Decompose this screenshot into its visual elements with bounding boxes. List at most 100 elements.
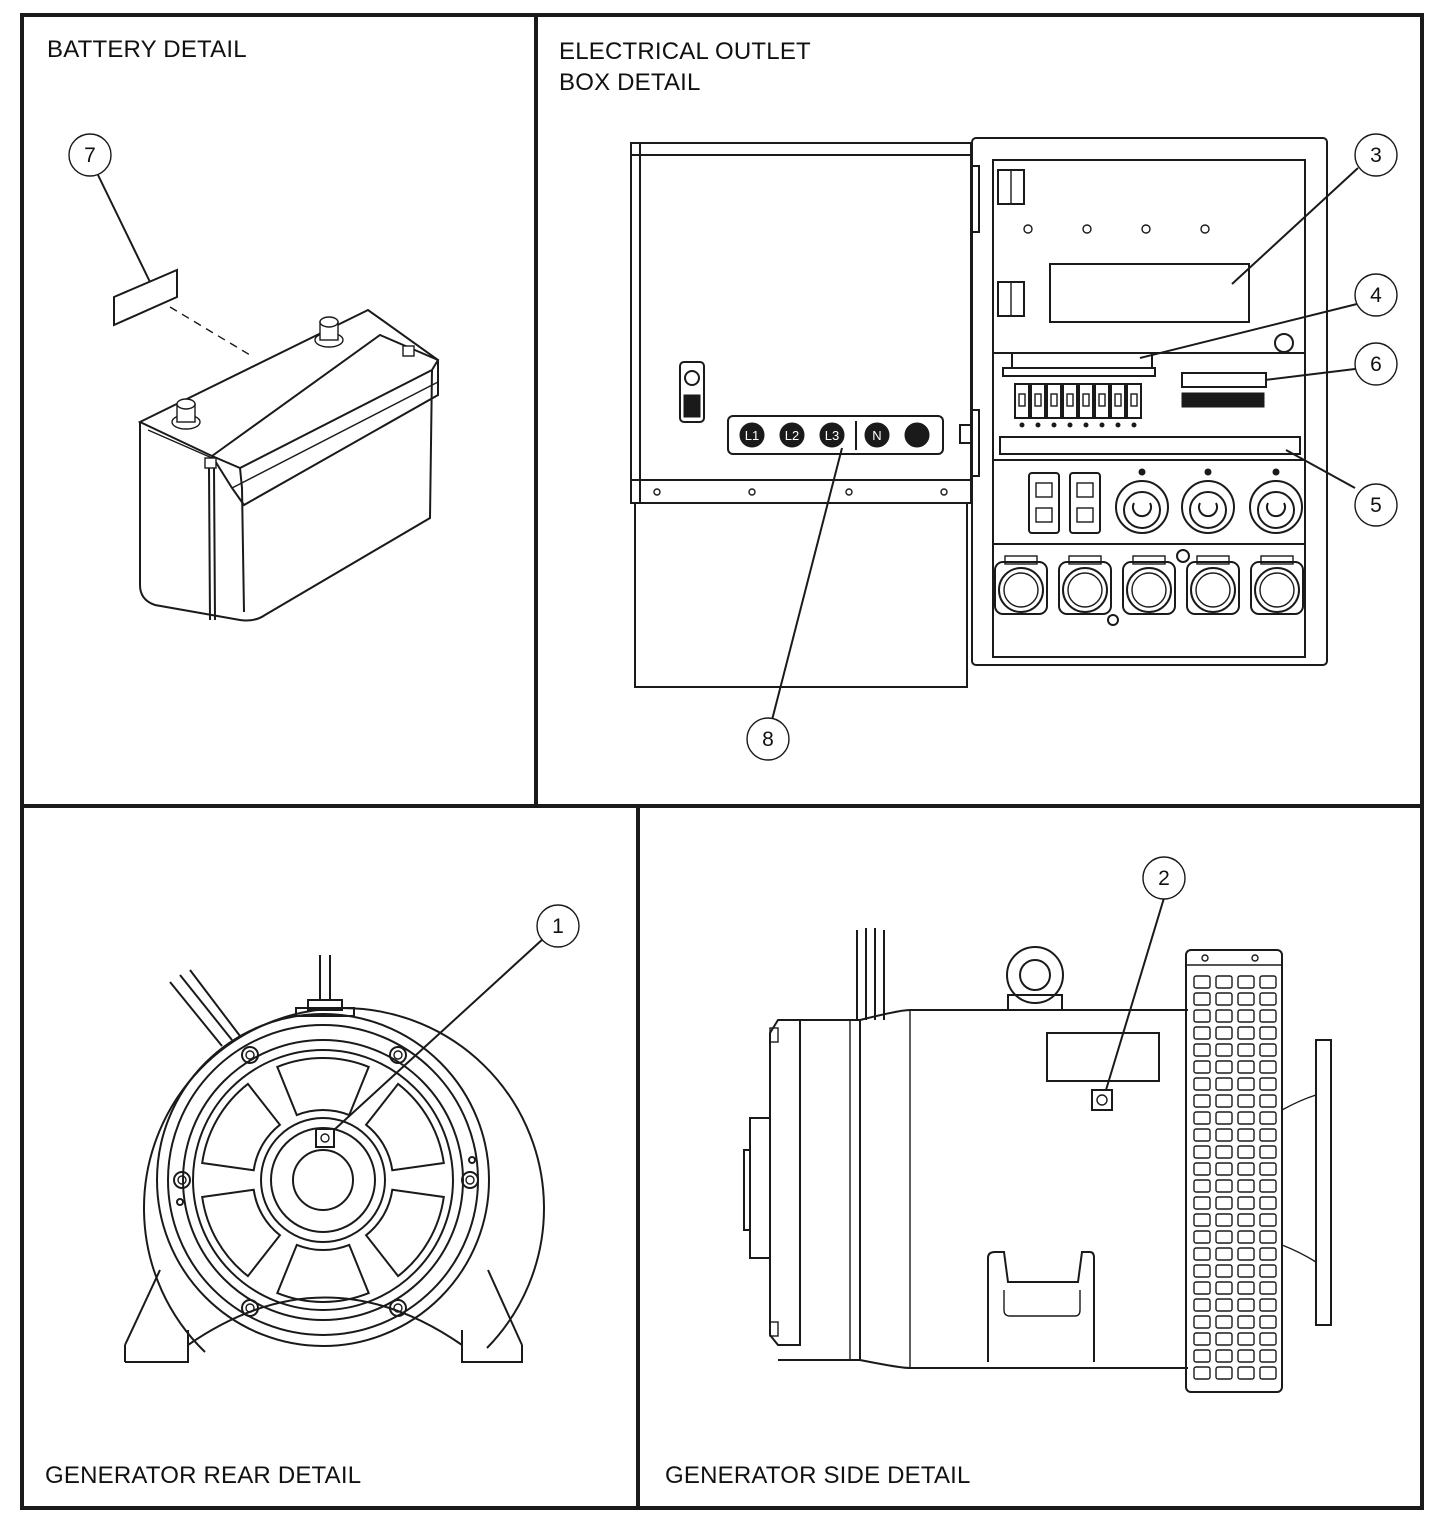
- bolt: [241, 1299, 259, 1317]
- generator-rear-detail-title: GENERATOR REAR DETAIL: [45, 1462, 362, 1489]
- fan-guard-slot: [1215, 1043, 1233, 1057]
- circuit-breaker: [1078, 383, 1094, 428]
- fan-guard-slot: [1237, 1077, 1255, 1091]
- fan-guard-slot: [1259, 1060, 1277, 1074]
- fan-guard-slot: [1193, 1247, 1211, 1261]
- fan-guard-slot: [1259, 1230, 1277, 1244]
- outlet-box-decal-4: [1011, 352, 1153, 369]
- fan-guard-slot: [1193, 1332, 1211, 1346]
- fan-guard-slot: [1215, 1264, 1233, 1278]
- vent-opening: [364, 1082, 445, 1172]
- fan-guard-slot: [1193, 1264, 1211, 1278]
- meter-label: L3: [825, 428, 839, 443]
- fan-guard-slot: [1259, 975, 1277, 989]
- circuit-breaker: [1062, 383, 1078, 428]
- callout-number: 4: [1370, 284, 1382, 307]
- fan-guard-slot: [1215, 1094, 1233, 1108]
- fan-guard-slot: [1193, 1366, 1211, 1380]
- fan-guard-slot: [1237, 1349, 1255, 1363]
- outlet-box-detail-title-line2: BOX DETAIL: [559, 69, 701, 96]
- generator-side-drawing: [743, 897, 1332, 1393]
- meter-indicator: L2: [779, 422, 805, 448]
- callout-8: 8: [746, 717, 790, 761]
- fan-guard-slot: [1215, 1077, 1233, 1091]
- fan-guard-slot: [1237, 1230, 1255, 1244]
- meter-label: N: [872, 428, 881, 443]
- fan-guard-slot: [1259, 1094, 1277, 1108]
- bolt: [173, 1171, 191, 1189]
- fan-guard-slot: [1193, 1009, 1211, 1023]
- fan-guard-slot: [1237, 1162, 1255, 1176]
- callout-1: 1: [536, 904, 580, 948]
- fan-guard-slot: [1193, 1315, 1211, 1329]
- fan-guard-slot: [1193, 1077, 1211, 1091]
- fan-guard-slot: [1237, 1247, 1255, 1261]
- fan-guard-slot: [1215, 1196, 1233, 1210]
- circuit-breaker: [1126, 383, 1142, 428]
- fan-guard-slot: [1237, 1281, 1255, 1295]
- circuit-breaker: [1094, 383, 1110, 428]
- fan-guard-slot: [1259, 1298, 1277, 1312]
- fan-guard-slot: [1259, 1213, 1277, 1227]
- battery-drawing: [97, 174, 440, 622]
- twist-lock-receptacle: [1181, 468, 1235, 534]
- callout-2: 2: [1142, 856, 1186, 900]
- fan-guard-slot: [1215, 1281, 1233, 1295]
- fan-guard-slot: [1193, 992, 1211, 1006]
- fan-guard-slot: [1215, 1298, 1233, 1312]
- fan-guard-slot: [1259, 1043, 1277, 1057]
- fan-guard-slot: [1259, 1026, 1277, 1040]
- bolt: [176, 1198, 184, 1206]
- fan-guard-slot: [1259, 1179, 1277, 1193]
- fan-guard-slot: [1259, 1077, 1277, 1091]
- bolt: [241, 1046, 259, 1064]
- fan-guard-slot: [1237, 1196, 1255, 1210]
- cam-lock-socket: [1058, 555, 1112, 615]
- fan-guard-slot: [1193, 1298, 1211, 1312]
- fan-guard-slot: [1215, 1332, 1233, 1346]
- fan-guard-slot: [1193, 1213, 1211, 1227]
- fan-guard-slot: [1193, 975, 1211, 989]
- outlet-box-decal-6: [1181, 372, 1267, 388]
- fan-guard-slot: [1215, 1179, 1233, 1193]
- fan-guard-slot: [1193, 1145, 1211, 1159]
- vent-opening: [364, 1188, 445, 1278]
- fan-guard-slot: [1259, 992, 1277, 1006]
- fan-guard-slot: [1193, 1094, 1211, 1108]
- fan-guard-slot: [1215, 1230, 1233, 1244]
- meter-indicator: L3: [819, 422, 845, 448]
- fan-guard-slot: [1215, 975, 1233, 989]
- callout-number: 5: [1370, 494, 1382, 517]
- fan-guard-slot: [1237, 1264, 1255, 1278]
- fan-guard-slot: [1237, 1128, 1255, 1142]
- circuit-breaker: [1030, 383, 1046, 428]
- outlet-box-detail-title-line1: ELECTRICAL OUTLET: [559, 38, 811, 65]
- callout-number: 3: [1370, 144, 1382, 167]
- bolt: [389, 1046, 407, 1064]
- fan-guard-slot: [1259, 1196, 1277, 1210]
- fan-guard-slot: [1215, 1128, 1233, 1142]
- generator-rear-drawing: [124, 937, 545, 1363]
- callout-number: 6: [1370, 353, 1382, 376]
- vent-opening: [201, 1188, 282, 1278]
- fan-guard-slot: [1237, 1298, 1255, 1312]
- callout-number: 7: [84, 144, 96, 167]
- cam-lock-socket: [994, 555, 1048, 615]
- fan-guard-slot: [1237, 1043, 1255, 1057]
- fan-guard-slot: [1193, 1128, 1211, 1142]
- outlet-box-decal-3: [1049, 263, 1250, 323]
- callouts: 1 2 3 4 5 6 7 8: [68, 133, 1398, 948]
- fan-guard-slot: [1237, 1145, 1255, 1159]
- callout-7: 7: [68, 133, 112, 177]
- bolt: [468, 1156, 476, 1164]
- fan-guard-slot: [1193, 1196, 1211, 1210]
- fan-guard-slot: [1237, 1315, 1255, 1329]
- fan-guard-slot: [1259, 1009, 1277, 1023]
- fan-guard-slot: [1259, 1315, 1277, 1329]
- fan-guard-slot: [1193, 1026, 1211, 1040]
- vent-opening: [201, 1082, 282, 1172]
- fan-guard-slot: [1237, 1179, 1255, 1193]
- fan-guard-slot: [1259, 1366, 1277, 1380]
